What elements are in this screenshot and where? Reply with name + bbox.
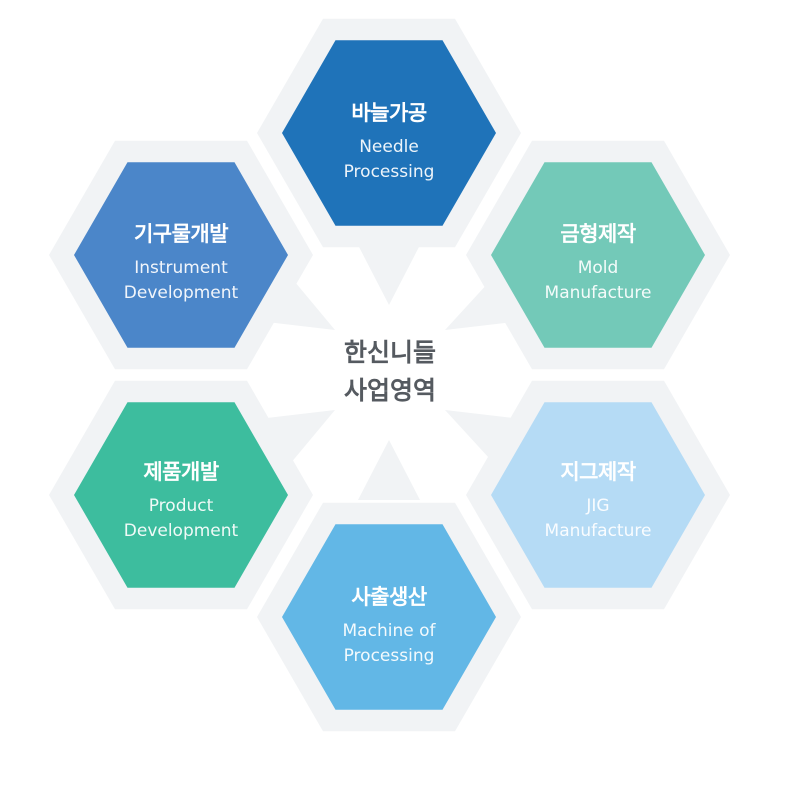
node-product-title: 제품개발 — [143, 460, 219, 484]
node-mold-subtitle-2: Manufacture — [544, 283, 652, 303]
hex-nodes — [74, 40, 705, 710]
node-jig-subtitle-2: Manufacture — [544, 521, 652, 541]
node-mold-label: 금형제작 Mold Manufacture — [503, 218, 693, 306]
hex-node-machine — [282, 524, 496, 710]
node-jig-label: 지그제작 JIG Manufacture — [503, 456, 693, 544]
center-pointers — [250, 245, 530, 500]
pointer-jig — [445, 410, 530, 470]
node-product-subtitle-1: Product — [148, 496, 214, 516]
node-instrument-title: 기구물개발 — [133, 222, 229, 246]
hex-node-needle — [282, 40, 496, 226]
node-jig-subtitle-1: JIG — [586, 496, 610, 516]
node-machine-subtitle-2: Processing — [343, 646, 435, 666]
center-title-line-1: 한신니들 — [343, 338, 436, 367]
pointer-needle — [358, 245, 420, 305]
node-instrument-subtitle-1: Instrument — [134, 258, 228, 278]
center-title: 한신니들 사업영역 — [310, 334, 470, 410]
node-product-subtitle-2: Development — [123, 521, 239, 541]
center-title-line-2: 사업영역 — [343, 376, 436, 405]
pointer-product — [250, 410, 335, 470]
node-needle-subtitle-1: Needle — [359, 137, 419, 157]
node-mold-title: 금형제작 — [560, 222, 636, 246]
node-needle-subtitle-2: Processing — [343, 162, 435, 182]
node-instrument-subtitle-2: Development — [123, 283, 239, 303]
hex-node-instrument — [74, 162, 288, 348]
node-needle-title: 바늘가공 — [351, 101, 427, 125]
pointer-machine — [358, 440, 420, 500]
node-product-label: 제품개발 Product Development — [86, 456, 276, 544]
node-jig-title: 지그제작 — [560, 460, 636, 484]
node-machine-title: 사출생산 — [351, 585, 427, 609]
hex-node-product — [74, 402, 288, 588]
node-machine-label: 사출생산 Machine of Processing — [294, 581, 484, 669]
node-mold-subtitle-1: Mold — [577, 258, 619, 278]
hex-node-mold — [491, 162, 705, 348]
node-machine-subtitle-1: Machine of — [342, 621, 436, 641]
hex-node-jig — [491, 402, 705, 588]
node-needle-label: 바늘가공 Needle Processing — [294, 97, 484, 185]
node-instrument-label: 기구물개발 Instrument Development — [86, 218, 276, 306]
pointer-instrument — [250, 270, 335, 330]
